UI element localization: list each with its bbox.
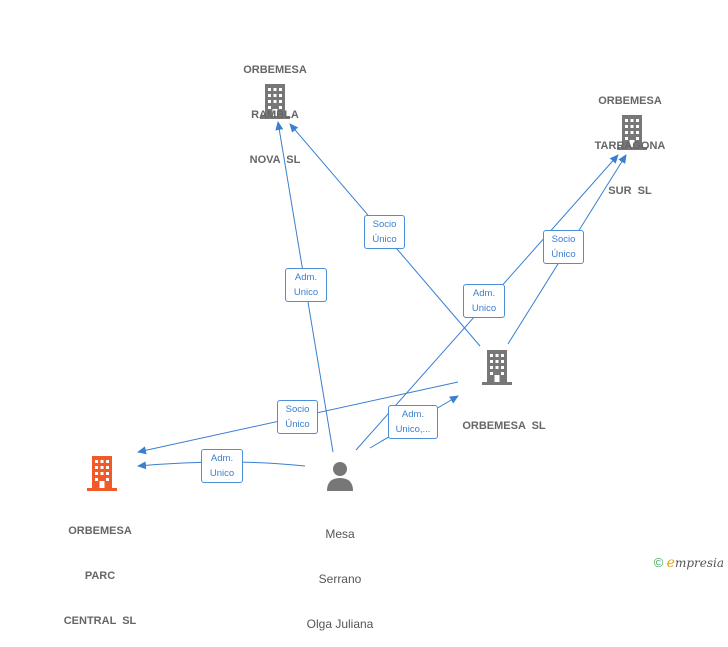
node-label-line: SUR SL: [608, 185, 652, 197]
person-icon[interactable]: [325, 461, 355, 491]
brand-name: mpresia: [674, 556, 724, 570]
edge-label-line: Unico: [293, 287, 319, 298]
edge-label-socio-rambla[interactable]: Socio Único: [364, 215, 405, 249]
node-label-line: TARRAGONA: [594, 140, 666, 152]
node-label-tarragona: ORBEMESA TARRAGONA SUR SL: [578, 64, 682, 214]
node-label-rambla: ORBEMESA RAMBLA NOVA SL: [225, 33, 325, 183]
edge-label-line: Adm.: [401, 409, 425, 420]
edge-label-line: Socio: [372, 219, 397, 230]
edge-label-adm-orbemesa[interactable]: Adm. Unico,...: [388, 405, 438, 439]
node-label-line: ORBEMESA SL: [462, 420, 546, 432]
edge-label-line: Unico: [209, 468, 235, 479]
node-label-line: ORBEMESA: [243, 64, 307, 76]
edge-label-line: Único: [372, 234, 397, 245]
node-label-line: Mesa: [325, 527, 355, 541]
node-label-line: Serrano: [318, 572, 362, 586]
edge-label-line: Unico,...: [395, 424, 431, 435]
building-icon[interactable]: [482, 349, 512, 385]
edge-label-adm-rambla[interactable]: Adm. Unico: [285, 268, 327, 302]
node-label-line: ORBEMESA: [598, 95, 662, 107]
edge-label-socio-tarragona[interactable]: Socio Único: [543, 230, 584, 264]
edge-label-adm-tarragona[interactable]: Adm. Unico: [463, 284, 505, 318]
edge-label-socio-parc[interactable]: Socio Único: [277, 400, 318, 434]
edge-label-line: Adm.: [472, 288, 496, 299]
edge-label-line: Socio: [285, 404, 310, 415]
building-icon[interactable]: [617, 114, 647, 150]
edge-label-line: Único: [551, 249, 576, 260]
edge-label-line: Adm.: [210, 453, 234, 464]
node-label-line: PARC: [84, 570, 116, 582]
brand-e: e: [666, 555, 675, 571]
node-label-line: Olga Juliana: [306, 617, 374, 631]
node-label-line: CENTRAL SL: [63, 615, 137, 627]
node-label-line: RAMBLA: [251, 109, 299, 121]
node-label-orbemesa: ORBEMESA SL: [452, 389, 556, 449]
node-label-person: Mesa Serrano Olga Juliana: [288, 497, 392, 647]
building-focus-icon[interactable]: [87, 455, 117, 491]
edge-label-line: Unico: [471, 303, 497, 314]
node-label-line: ORBEMESA: [68, 525, 132, 537]
edge-label-adm-parc[interactable]: Adm. Unico: [201, 449, 243, 483]
node-label-parc: ORBEMESA PARC CENTRAL SL: [50, 494, 150, 644]
edge-label-line: Socio: [551, 234, 576, 245]
building-icon[interactable]: [260, 83, 290, 119]
empresia-logo[interactable]: © empresia: [654, 555, 724, 571]
edge-label-line: Adm.: [294, 272, 318, 283]
node-label-line: NOVA SL: [249, 154, 301, 166]
edge-label-line: Único: [285, 419, 310, 430]
copyright-icon: ©: [653, 555, 664, 570]
